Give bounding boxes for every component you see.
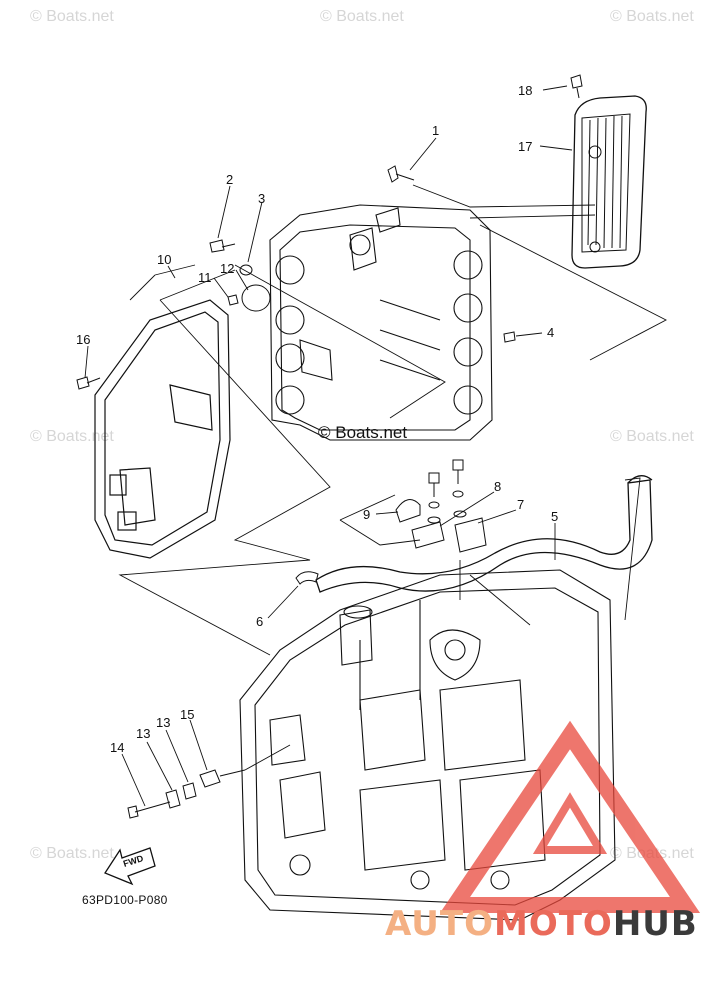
o-ring-12 — [241, 284, 271, 312]
cover-plate-17 — [571, 95, 647, 269]
callout-2: 2 — [226, 172, 234, 187]
bolt-14 — [127, 801, 171, 819]
callout-11: 11 — [198, 270, 212, 285]
brand-part-moto: MOTO — [493, 904, 613, 944]
dowel-4 — [503, 331, 516, 343]
callout-3: 3 — [258, 191, 266, 206]
callout-12: 12 — [220, 261, 235, 276]
collar-13b — [182, 782, 197, 800]
hose-5 — [315, 475, 653, 593]
callout-10: 10 — [157, 252, 172, 267]
cylinder-head — [269, 204, 493, 441]
collar-13a — [165, 789, 181, 809]
grommet-15 — [199, 769, 246, 788]
assembly-lines — [118, 184, 667, 656]
side-cover-10 — [94, 299, 231, 559]
callout-6: 6 — [256, 614, 264, 629]
diagram-code: 63PD100-P080 — [82, 893, 168, 907]
watermark: © Boats.net — [30, 8, 114, 25]
callout-8: 8 — [494, 479, 502, 494]
clip-6 — [295, 571, 319, 585]
bolt-16 — [76, 376, 101, 390]
callout-14: 14 — [110, 740, 125, 755]
callout-1: 1 — [432, 123, 440, 138]
callout-13: 13 — [136, 726, 151, 741]
brand-part-auto: AUTO — [385, 904, 494, 944]
bracket-7 — [454, 517, 487, 553]
watermark: © Boats.net — [320, 8, 404, 25]
callout-9: 9 — [363, 507, 371, 522]
brand-part-hub: HUB — [612, 904, 698, 944]
callout-17: 17 — [518, 139, 533, 154]
brand-wordmark: AUTOMOTOHUB — [385, 904, 698, 944]
watermark: © Boats.net — [30, 845, 114, 862]
dowel-11 — [227, 294, 239, 306]
bracket-8 — [411, 521, 445, 549]
callout-leaders — [84, 85, 573, 807]
callout-18: 18 — [518, 83, 533, 98]
callout-5: 5 — [551, 509, 559, 524]
fwd-arrow-icon — [104, 847, 156, 886]
bolt-18 — [570, 74, 583, 99]
bolts-upper — [427, 459, 467, 524]
callout-15: 15 — [180, 707, 195, 722]
bolt-1 — [387, 165, 415, 183]
callout-7: 7 — [517, 497, 525, 512]
callout-16: 16 — [76, 332, 91, 347]
watermark: © Boats.net — [610, 8, 694, 25]
callout-13: 13 — [156, 715, 171, 730]
washer-3 — [239, 264, 253, 276]
brand-logo-triangle — [439, 720, 701, 913]
callout-4: 4 — [547, 325, 555, 340]
center-watermark: © Boats.net — [318, 423, 408, 442]
cylinder-block — [239, 569, 616, 921]
watermark: © Boats.net — [610, 428, 694, 445]
bolt-2 — [209, 239, 236, 253]
clamp-9 — [395, 499, 421, 523]
watermark: © Boats.net — [30, 428, 114, 445]
